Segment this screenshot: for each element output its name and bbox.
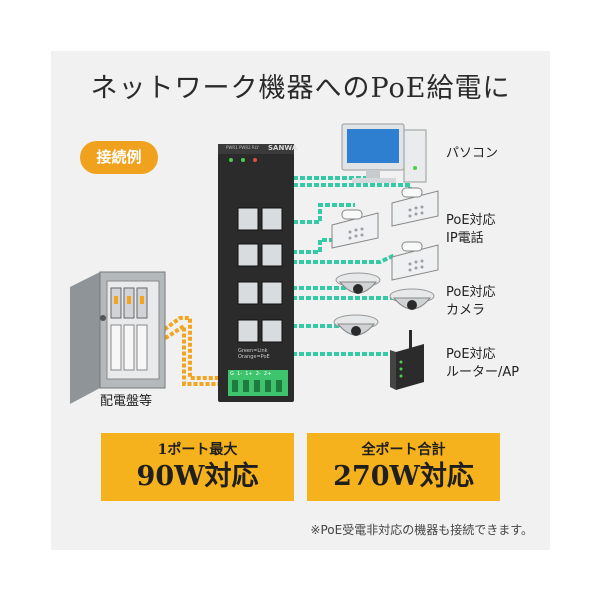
dome-camera-icon bbox=[335, 272, 381, 294]
ip-phone-label-1: PoE対応 bbox=[446, 213, 496, 228]
distribution-panel-icon bbox=[70, 271, 166, 404]
router-icon bbox=[390, 330, 424, 390]
spec-total-value: 270W対応 bbox=[333, 461, 474, 492]
switch-led-legend: Green=Link Orange=PoE bbox=[238, 348, 270, 360]
power-cable bbox=[148, 316, 232, 386]
spec-box-total: 全ポート合計 270W対応 bbox=[307, 433, 500, 501]
page-title: ネットワーク機器へのPoE給電に bbox=[90, 73, 511, 104]
footnote: ※PoE受電非対応の機器も接続できます。 bbox=[310, 523, 533, 537]
dome-camera-icon bbox=[389, 288, 435, 310]
ip-phone-label-2: IP電話 bbox=[446, 231, 484, 246]
camera-label-2: カメラ bbox=[446, 303, 486, 318]
pc-label: パソコン bbox=[446, 146, 499, 161]
computer-icon bbox=[341, 123, 427, 183]
ip-phone-icon bbox=[391, 241, 439, 281]
spec-per-port-caption: 1ポート最大 bbox=[157, 442, 238, 458]
switch-brand: SANWA bbox=[268, 144, 298, 152]
router-label-1: PoE対応 bbox=[446, 347, 496, 362]
switch-indicator-text: PWR1 PWR2 RLY bbox=[226, 145, 259, 150]
spec-box-per-port: 1ポート最大 90W対応 bbox=[101, 433, 294, 501]
spec-per-port-value: 90W対応 bbox=[136, 461, 259, 492]
ip-phone-icon bbox=[331, 209, 379, 249]
dome-camera-icon bbox=[333, 314, 379, 336]
panel-label: 配電盤等 bbox=[100, 394, 153, 409]
spec-total-caption: 全ポート合計 bbox=[361, 442, 446, 458]
switch-terminal-text: G 1- 1+ 2- 2+ bbox=[230, 371, 272, 377]
example-badge: 接続例 bbox=[80, 141, 158, 174]
ip-phone-icon bbox=[391, 187, 439, 227]
camera-label-1: PoE対応 bbox=[446, 285, 496, 300]
network-switch-icon bbox=[218, 144, 294, 402]
router-label-2: ルーター/AP bbox=[446, 365, 520, 380]
